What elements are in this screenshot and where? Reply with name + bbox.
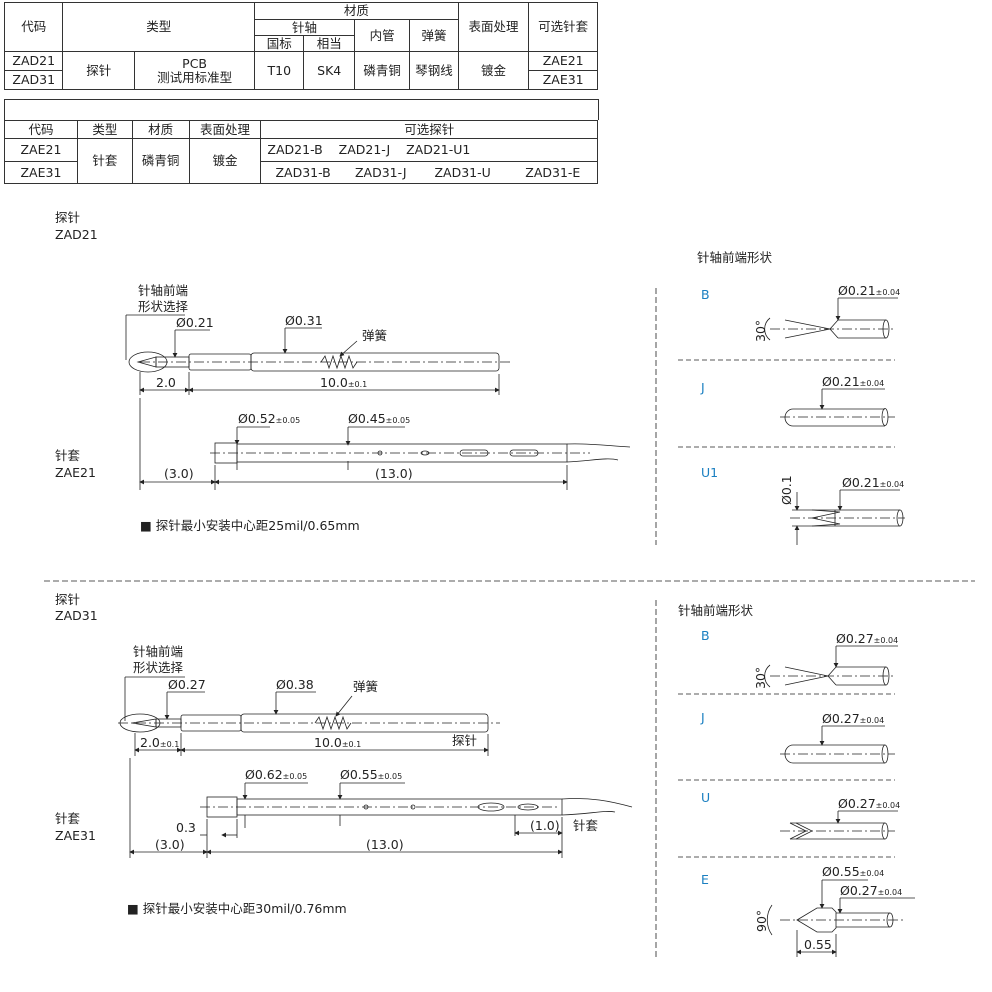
shape-label-u1: U1 (701, 465, 718, 480)
cell-code: ZAD31 (3, 70, 64, 90)
cell-option: ZAD31-B (260, 161, 345, 184)
dim-e-big: Ø0.55±0.04 (822, 864, 884, 879)
sleeve-label: 针套 (55, 811, 81, 826)
dim-sleeve-b: (13.0) (375, 466, 413, 481)
dim-shape-diameter: Ø0.27±0.04 (840, 883, 902, 898)
dim-sleeve-diameter: Ø0.62±0.05 (245, 767, 307, 782)
dim-shape-diameter: Ø0.21±0.04 (822, 374, 884, 389)
shape-label-e: E (701, 872, 709, 887)
cell-option: ZAD31-J (344, 161, 417, 184)
dim-03: 0.3 (176, 820, 196, 835)
dim-shape-diameter: Ø0.27±0.04 (838, 796, 900, 811)
dim-probe-length: 10.0±0.1 (320, 375, 367, 390)
tip-select-label: 形状选择 (133, 660, 184, 675)
dim-u1: Ø0.1 (779, 475, 794, 505)
dim-tip-length: 2.0±0.1 (140, 735, 179, 750)
th-type: 类型 (62, 2, 256, 52)
cell-surface: 镀金 (188, 138, 262, 184)
angle-b: 30° (753, 320, 768, 342)
cell-type-main: 探针 (62, 51, 136, 90)
probe-code: ZAD21 (55, 227, 98, 242)
cell-equiv: SK4 (303, 51, 355, 90)
cell-option: ZAD31-U (416, 161, 509, 184)
table-spacer (4, 99, 599, 120)
shape-label-j: J (700, 710, 705, 725)
dim-sleeve-diameter: Ø0.55±0.05 (340, 767, 402, 782)
th-code: 代码 (3, 2, 64, 52)
shape-label-j: J (700, 380, 705, 395)
probe-label: 探针 (55, 210, 80, 225)
cell-code: ZAE31 (4, 161, 78, 184)
dim-shape-diameter: Ø0.27±0.04 (822, 711, 884, 726)
dim-sleeve-a: (3.0) (164, 466, 194, 481)
dim-tip-length: 2.0 (156, 375, 176, 390)
cell-surface: 镀金 (457, 51, 530, 90)
dim-end: (1.0) (530, 818, 560, 833)
dim-shape-diameter: Ø0.27±0.04 (836, 631, 898, 646)
dim-probe-length: 10.0±0.1 (314, 735, 361, 750)
cell-inner: 磷青铜 (353, 51, 411, 90)
angle-b: 30° (753, 667, 768, 689)
cell-spring: 琴钢线 (409, 51, 459, 90)
shapes-title: 针轴前端形状 (678, 603, 754, 618)
spring-label: 弹簧 (353, 679, 378, 694)
dim-tip-diameter: Ø0.27 (168, 677, 206, 692)
spec-table-sleeve: 代码 类型 材质 表面处理 可选探针 ZAE21 针套 磷青铜 镀金 ZAD21… (4, 120, 598, 184)
dim-sleeve-a: (3.0) (155, 837, 185, 852)
dim-shaft-diameter: Ø0.31 (285, 313, 323, 328)
sleeve-label: 针套 (55, 448, 81, 463)
dim-e: 0.55 (804, 937, 832, 952)
cell-material: 磷青铜 (131, 138, 190, 184)
th-inner: 内管 (353, 19, 411, 52)
th-option: 可选针套 (528, 2, 598, 52)
shape-label-b: B (701, 628, 710, 643)
dim-shaft-diameter: Ø0.38 (276, 677, 314, 692)
dim-shape-diameter: Ø0.21±0.04 (838, 283, 900, 298)
tip-select-label: 针轴前端 (133, 644, 183, 659)
angle-e: 90° (754, 910, 769, 932)
probe-code: ZAD31 (55, 608, 98, 623)
dim-sleeve-diameter: Ø0.45±0.05 (348, 411, 410, 426)
sleeve-tag: 针套 (573, 818, 599, 833)
spec-table-probe: 代码 类型 材质 表面处理 可选针套 针轴 内管 弹簧 国标 相当 ZAD21 … (3, 2, 598, 90)
sleeve-code: ZAE31 (55, 828, 96, 843)
probe-label: 探针 (55, 592, 80, 607)
dim-tip-diameter: Ø0.21 (176, 315, 214, 330)
shape-label-b: B (701, 287, 710, 302)
th-spring: 弹簧 (409, 19, 459, 52)
cell-option: ZAE31 (528, 70, 598, 90)
tip-select-label: 形状选择 (138, 299, 189, 314)
spring-label: 弹簧 (362, 328, 387, 343)
shapes-title: 针轴前端形状 (697, 250, 773, 265)
tip-select-label: 针轴前端 (138, 283, 188, 298)
shape-label-u: U (701, 790, 710, 805)
dim-sleeve-b: (13.0) (366, 837, 404, 852)
install-note: ■ 探针最小安装中心距30mil/0.76mm (127, 901, 347, 916)
cell-option: ZAE21 (528, 51, 598, 71)
sleeve-code: ZAE21 (55, 465, 96, 480)
dim-shape-diameter: Ø0.21±0.04 (842, 475, 904, 490)
probe-tag: 探针 (452, 733, 477, 748)
cell-options-row1: ZAD21-B ZAD21-J ZAD21-U1 (260, 138, 598, 162)
th-equiv: 相当 (303, 35, 355, 52)
install-note: ■ 探针最小安装中心距25mil/0.65mm (140, 518, 360, 533)
dim-sleeve-diameter: Ø0.52±0.05 (238, 411, 300, 426)
cell-option: ZAD31-E (508, 161, 598, 184)
cell-std: T10 (254, 51, 305, 90)
th-material: 材质 (131, 120, 190, 139)
